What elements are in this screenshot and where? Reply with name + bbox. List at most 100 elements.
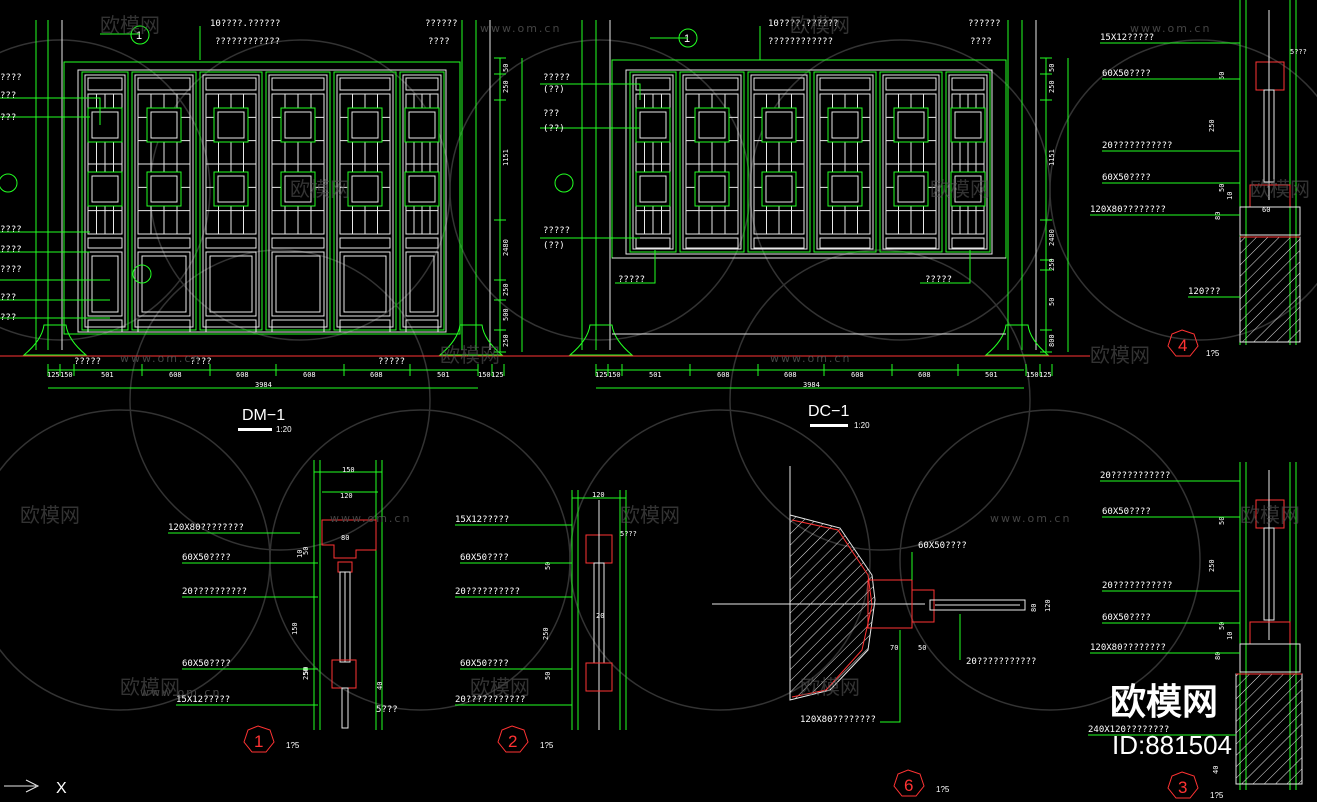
detail-2-marker: 2	[508, 732, 517, 751]
detail1-label-0: 120X80????????	[168, 523, 244, 533]
dm-door-panels	[81, 71, 445, 333]
detail1-dim-8: 40	[376, 682, 384, 690]
detail4-label-5: 120???	[1188, 287, 1221, 297]
detail4-dim-5: 80	[1214, 212, 1222, 220]
watermark-circle	[729, 249, 1031, 551]
dc-hdim-0: 125	[595, 371, 608, 379]
detail-6-labels: 60X50???? 20??????????? 120X80????????	[800, 541, 1036, 725]
detail1-dim-7: 10	[296, 550, 304, 558]
detail1-label-4: 15X12?????	[176, 695, 230, 705]
dc-vdim-6: 800	[1048, 334, 1056, 347]
watermark-layer: 欧模网欧模网欧模网欧模网欧模网欧模网欧模网欧模网欧模网欧模网欧模网欧模网欧模网w…	[20, 14, 1310, 699]
detail3-dim-3: 10	[1226, 632, 1234, 640]
svg-text:1: 1	[136, 30, 142, 42]
detail6-dim-3: 70	[890, 644, 898, 652]
dc-window-panels	[629, 71, 991, 253]
detail4-label-3: 60X50????	[1102, 173, 1151, 183]
dm-bottom-label-2: ?????	[378, 357, 405, 367]
dc-view-title: DC−1	[808, 403, 849, 420]
detail4-dim-2: 250	[1208, 119, 1216, 132]
watermark-text: 欧模网	[790, 14, 850, 37]
detail1-dim-0: 150	[342, 466, 355, 474]
detail3-dim-5: 40	[1212, 766, 1220, 774]
detail6-dim-2: 50	[918, 644, 926, 652]
detail3-dim-0: 50	[1218, 517, 1226, 525]
detail2-dim-5: 20	[596, 612, 604, 620]
detail1-label-2: 20??????????	[182, 587, 247, 597]
dm-vdim-6: 250	[502, 334, 510, 347]
watermark-text: 欧模网	[100, 14, 160, 37]
detail-1-scale: 1?5	[286, 741, 300, 750]
dc-hdim-3: 608	[717, 371, 730, 379]
dm-left-label-7: ???	[0, 313, 16, 323]
dc-bottom-label-0: ?????	[618, 275, 645, 285]
dm-left-labels: ????????????????????????????	[0, 73, 22, 323]
watermark-circle	[569, 409, 871, 711]
detail-3-scale: 1?5	[1210, 791, 1224, 800]
detail-6-marker: 6	[904, 776, 913, 795]
detail3-label-2: 20???????????	[1102, 581, 1172, 591]
dc-vdim-0: 50	[1048, 64, 1056, 72]
dm-top-label-b: ????????????	[215, 37, 280, 47]
detail4-label-1: 60X50????	[1102, 69, 1151, 79]
watermark-text: 欧模网	[1250, 178, 1310, 201]
axis-label: X	[56, 780, 67, 797]
dm-top-right-a: ??????	[425, 19, 458, 29]
detail6-label-1: 20???????????	[966, 657, 1036, 667]
dc-vdim-5: 50	[1048, 298, 1056, 306]
detail-6-scale: 1?5	[936, 785, 950, 794]
watermark-url: www.om.cn	[770, 352, 851, 365]
detail-1-marker: 1	[254, 732, 263, 751]
detail3-label-3: 60X50????	[1102, 613, 1151, 623]
detail3-dim-2: 50	[1218, 622, 1226, 630]
dm-left-label-2: ???	[0, 113, 16, 123]
dm-left-label-6: ???	[0, 293, 16, 303]
detail1-dim-1: 120	[340, 492, 353, 500]
watermark-circle	[1049, 39, 1317, 341]
dc-left-label-3: (??)	[543, 124, 565, 134]
dm-hdim-6: 608	[370, 371, 383, 379]
dc-vdim-4: 250	[1048, 258, 1056, 271]
watermark-circle	[129, 249, 431, 551]
watermark-id: ID:881504	[1112, 730, 1232, 760]
detail2-dim-1: 5???	[620, 530, 637, 538]
detail6-label-0: 60X50????	[918, 541, 967, 551]
dc-overall-dim: 3984	[803, 381, 820, 389]
dm-view-title: DM−1	[242, 407, 285, 424]
detail6-dim-1: 120	[1044, 599, 1052, 612]
dc-left-label-0: ?????	[543, 73, 570, 83]
detail-4-marker: 4	[1178, 336, 1187, 355]
detail1-label-3: 60X50????	[182, 659, 231, 669]
dm-hdim-8: 150	[478, 371, 491, 379]
dc-hdim-8: 150	[1026, 371, 1039, 379]
dm-hdim-9: 125	[491, 371, 504, 379]
dm-left-label-4: ????	[0, 245, 22, 255]
detail2-label-2: 20??????????	[455, 587, 520, 597]
watermark-text: 欧模网	[470, 676, 530, 699]
dm-hdim-1: 150	[60, 371, 73, 379]
detail1-dim-5: 250	[302, 667, 310, 680]
detail2-label-0: 15X12?????	[455, 515, 509, 525]
dm-vdim-2: 1151	[502, 149, 510, 166]
svg-text:1: 1	[684, 33, 690, 45]
dc-hdim-6: 608	[918, 371, 931, 379]
dc-hdim-5: 608	[851, 371, 864, 379]
dm-top-label-a: 10????.??????	[210, 19, 280, 29]
detail2-label-4: 20???????????	[455, 695, 525, 705]
detail6-label-2: 120X80????????	[800, 715, 876, 725]
dm-bottom-label-0: ?????	[74, 357, 101, 367]
dm-hdim-2: 501	[101, 371, 114, 379]
watermark-text: 欧模网	[930, 178, 990, 201]
detail4-dim-6: 60	[1262, 206, 1270, 214]
dm-overall-dim: 3984	[255, 381, 272, 389]
dm-view-scale: 1:20	[276, 425, 292, 434]
